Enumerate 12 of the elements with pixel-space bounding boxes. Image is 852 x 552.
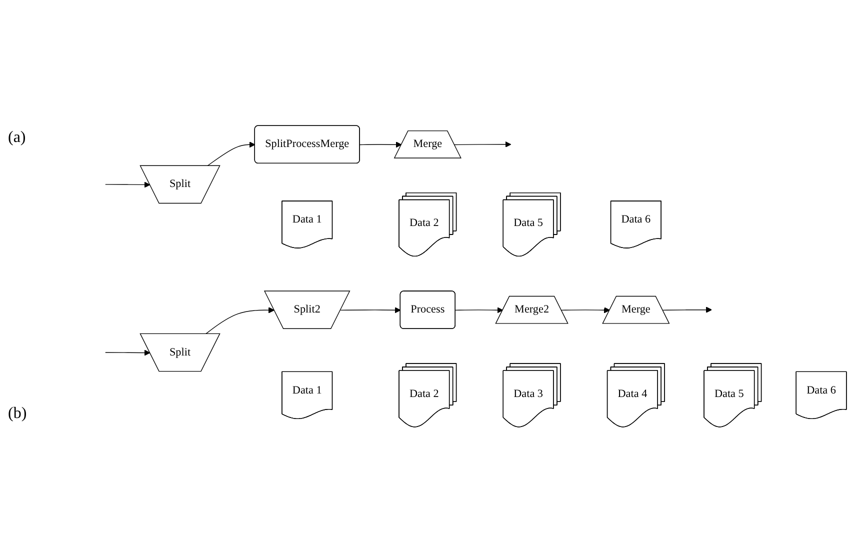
row-label: (b) [8, 405, 28, 423]
arrow [105, 181, 150, 188]
arrow [105, 350, 150, 356]
arrow [340, 306, 401, 313]
row-label: (a) [8, 129, 27, 147]
arrow [662, 306, 712, 313]
arrow [455, 306, 504, 313]
arrow [561, 306, 610, 313]
arrow [360, 141, 402, 148]
arrow [205, 306, 275, 334]
arrow [206, 141, 256, 166]
arrow [454, 141, 512, 148]
